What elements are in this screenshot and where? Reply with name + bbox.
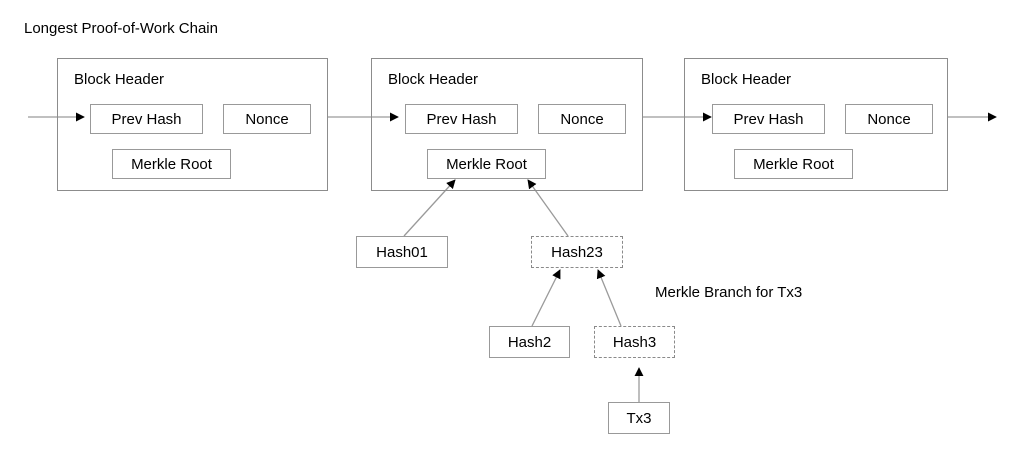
block-3-title: Block Header <box>701 71 792 88</box>
merkle-node-hash3[interactable]: Hash3 <box>594 326 675 358</box>
merkle-node-hash2[interactable]: Hash2 <box>489 326 570 358</box>
block-header-3[interactable]: Block Header Prev Hash Nonce Merkle Root <box>684 58 948 191</box>
block-1-nonce-field[interactable]: Nonce <box>223 104 311 134</box>
block-header-2[interactable]: Block Header Prev Hash Nonce Merkle Root <box>371 58 643 191</box>
merkle-node-hash01[interactable]: Hash01 <box>356 236 448 268</box>
merkle-edge-hash2-hash23 <box>531 269 561 327</box>
block-2-title: Block Header <box>388 71 479 88</box>
block-header-1[interactable]: Block Header Prev Hash Nonce Merkle Root <box>57 58 328 191</box>
page-title: Longest Proof-of-Work Chain <box>24 20 218 37</box>
block-2-prev-hash-field[interactable]: Prev Hash <box>405 104 518 134</box>
block-3-prev-hash-field[interactable]: Prev Hash <box>712 104 825 134</box>
block-3-nonce-field[interactable]: Nonce <box>845 104 933 134</box>
merkle-node-tx3[interactable]: Tx3 <box>608 402 670 434</box>
block-1-title: Block Header <box>74 71 165 88</box>
block-3-merkle-root-field[interactable]: Merkle Root <box>734 149 853 179</box>
merkle-branch-note: Merkle Branch for Tx3 <box>655 284 803 301</box>
block-2-nonce-field[interactable]: Nonce <box>538 104 626 134</box>
merkle-edge-hash3-hash23 <box>596 269 622 327</box>
block-2-merkle-root-field[interactable]: Merkle Root <box>427 149 546 179</box>
block-1-prev-hash-field[interactable]: Prev Hash <box>90 104 203 134</box>
merkle-node-hash23[interactable]: Hash23 <box>531 236 623 268</box>
block-1-merkle-root-field[interactable]: Merkle Root <box>112 149 231 179</box>
